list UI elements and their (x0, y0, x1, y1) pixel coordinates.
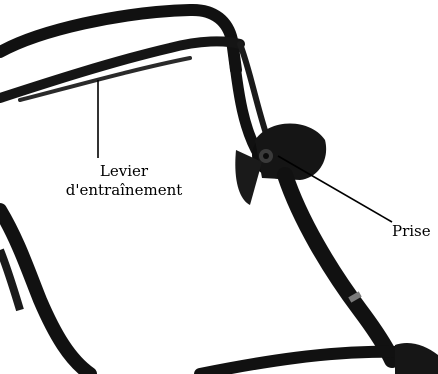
bottom-right-handle (395, 343, 438, 374)
levier-label-line1: Levier (58, 162, 190, 181)
lower-handle-tube (285, 175, 392, 360)
prise-label: Prise (392, 222, 431, 241)
levier-label-line2: d'entraînement (58, 181, 190, 200)
drive-lever-bar (0, 41, 240, 98)
levier-label: Levier d'entraînement (58, 162, 190, 200)
